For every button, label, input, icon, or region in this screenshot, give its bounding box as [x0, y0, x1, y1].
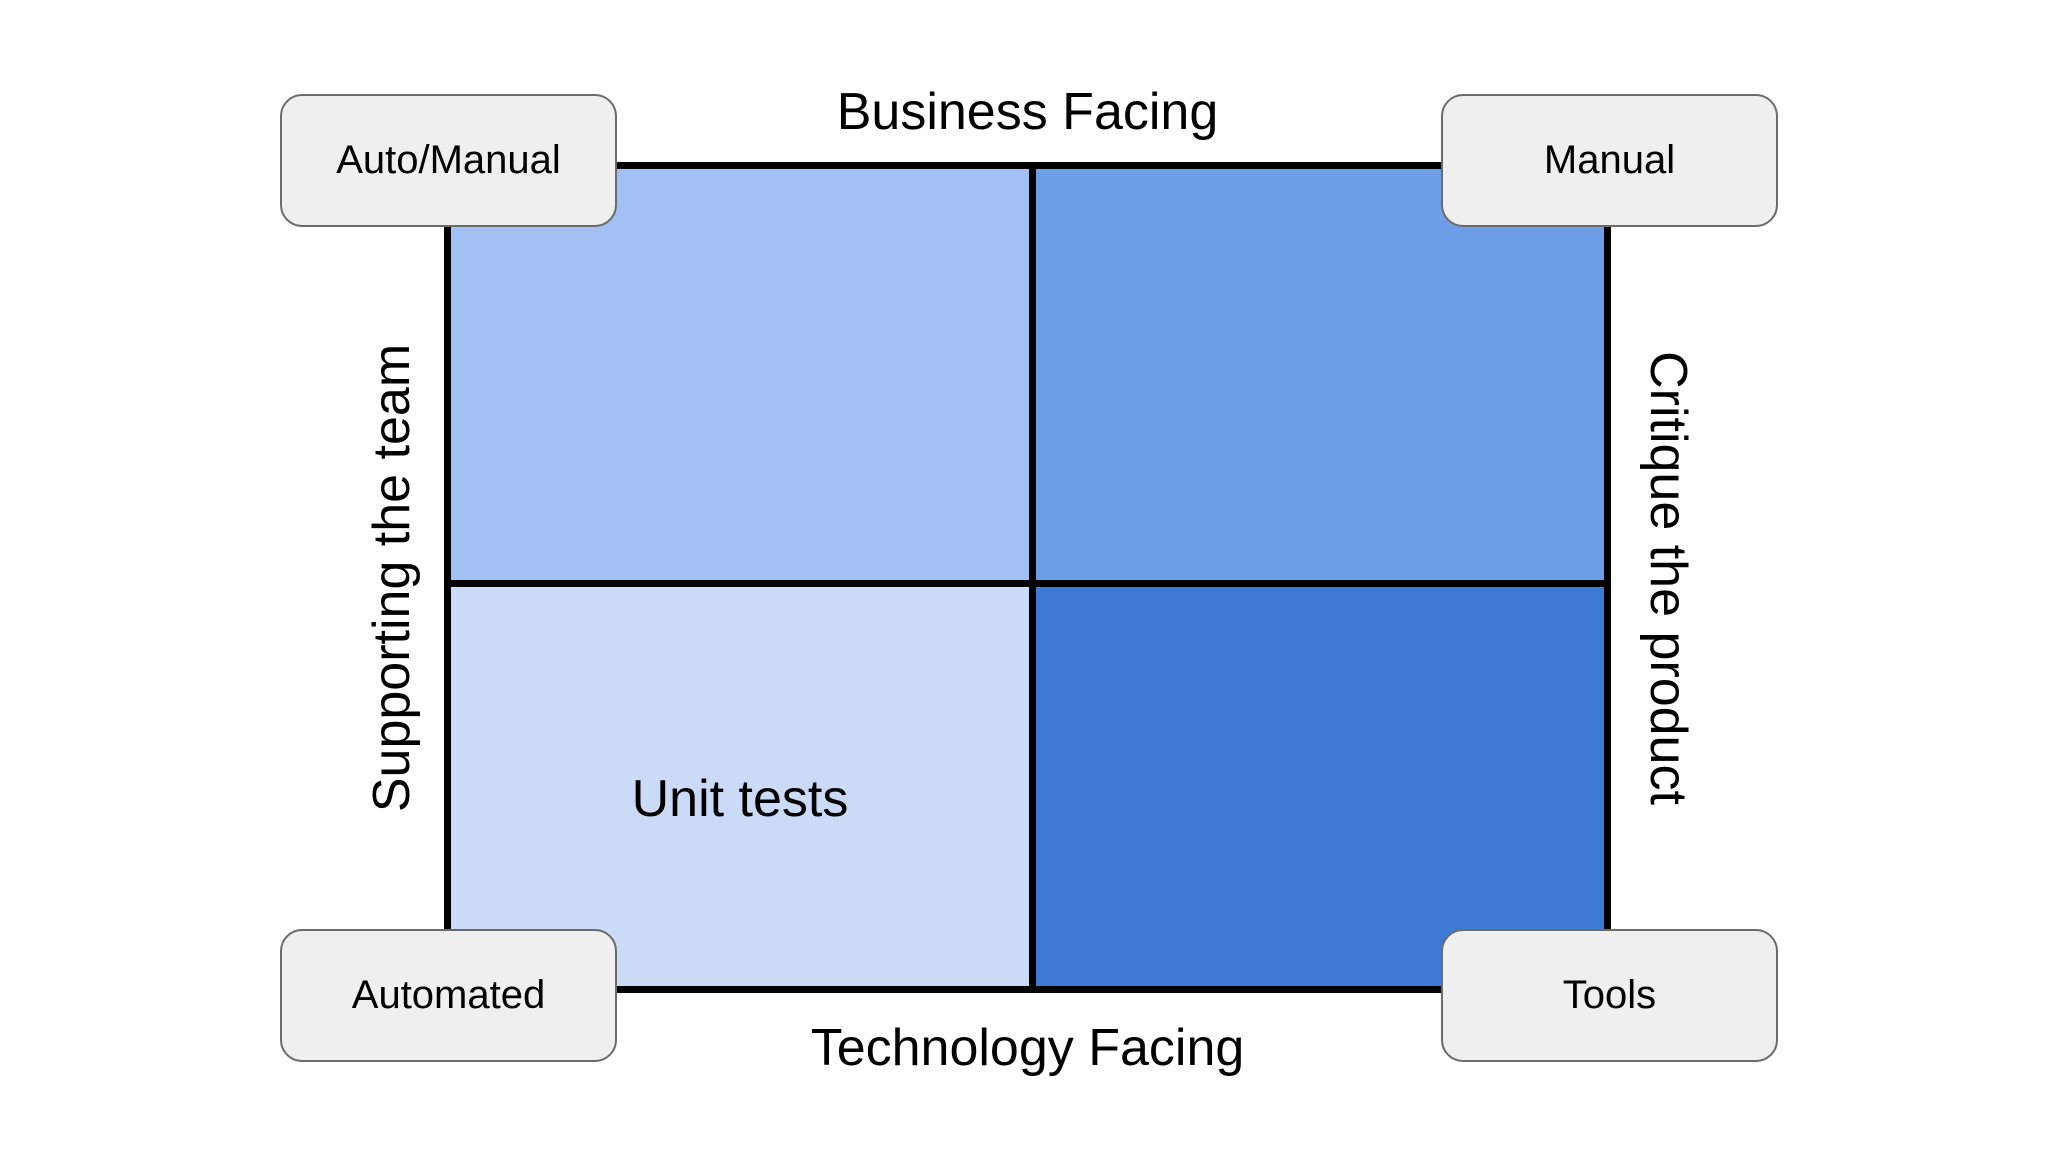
quadrant-bottom-left: Unit tests [451, 587, 1029, 986]
quadrant-grid: Unit tests [444, 162, 1611, 993]
axis-label-critique-the-product: Critique the product [1639, 351, 1697, 805]
corner-box-tools: Tools [1441, 929, 1778, 1062]
axis-label-technology-facing: Technology Facing [810, 1019, 1245, 1077]
corner-box-manual-label: Manual [1543, 138, 1676, 182]
corner-box-automated-label: Automated [351, 973, 546, 1017]
axis-label-supporting-the-team: Supporting the team [363, 343, 421, 813]
corner-box-manual: Manual [1441, 94, 1778, 227]
corner-box-auto-manual-label: Auto/Manual [336, 138, 561, 182]
axis-label-business-facing: Business Facing [836, 83, 1219, 141]
quadrant-top-right [1036, 169, 1604, 580]
corner-box-automated: Automated [280, 929, 617, 1062]
quadrant-bottom-left-label: Unit tests [631, 770, 849, 828]
quadrant-top-left [451, 169, 1029, 580]
corner-box-tools-label: Tools [1562, 973, 1657, 1017]
corner-box-auto-manual: Auto/Manual [280, 94, 617, 227]
quadrant-bottom-right [1036, 587, 1604, 986]
